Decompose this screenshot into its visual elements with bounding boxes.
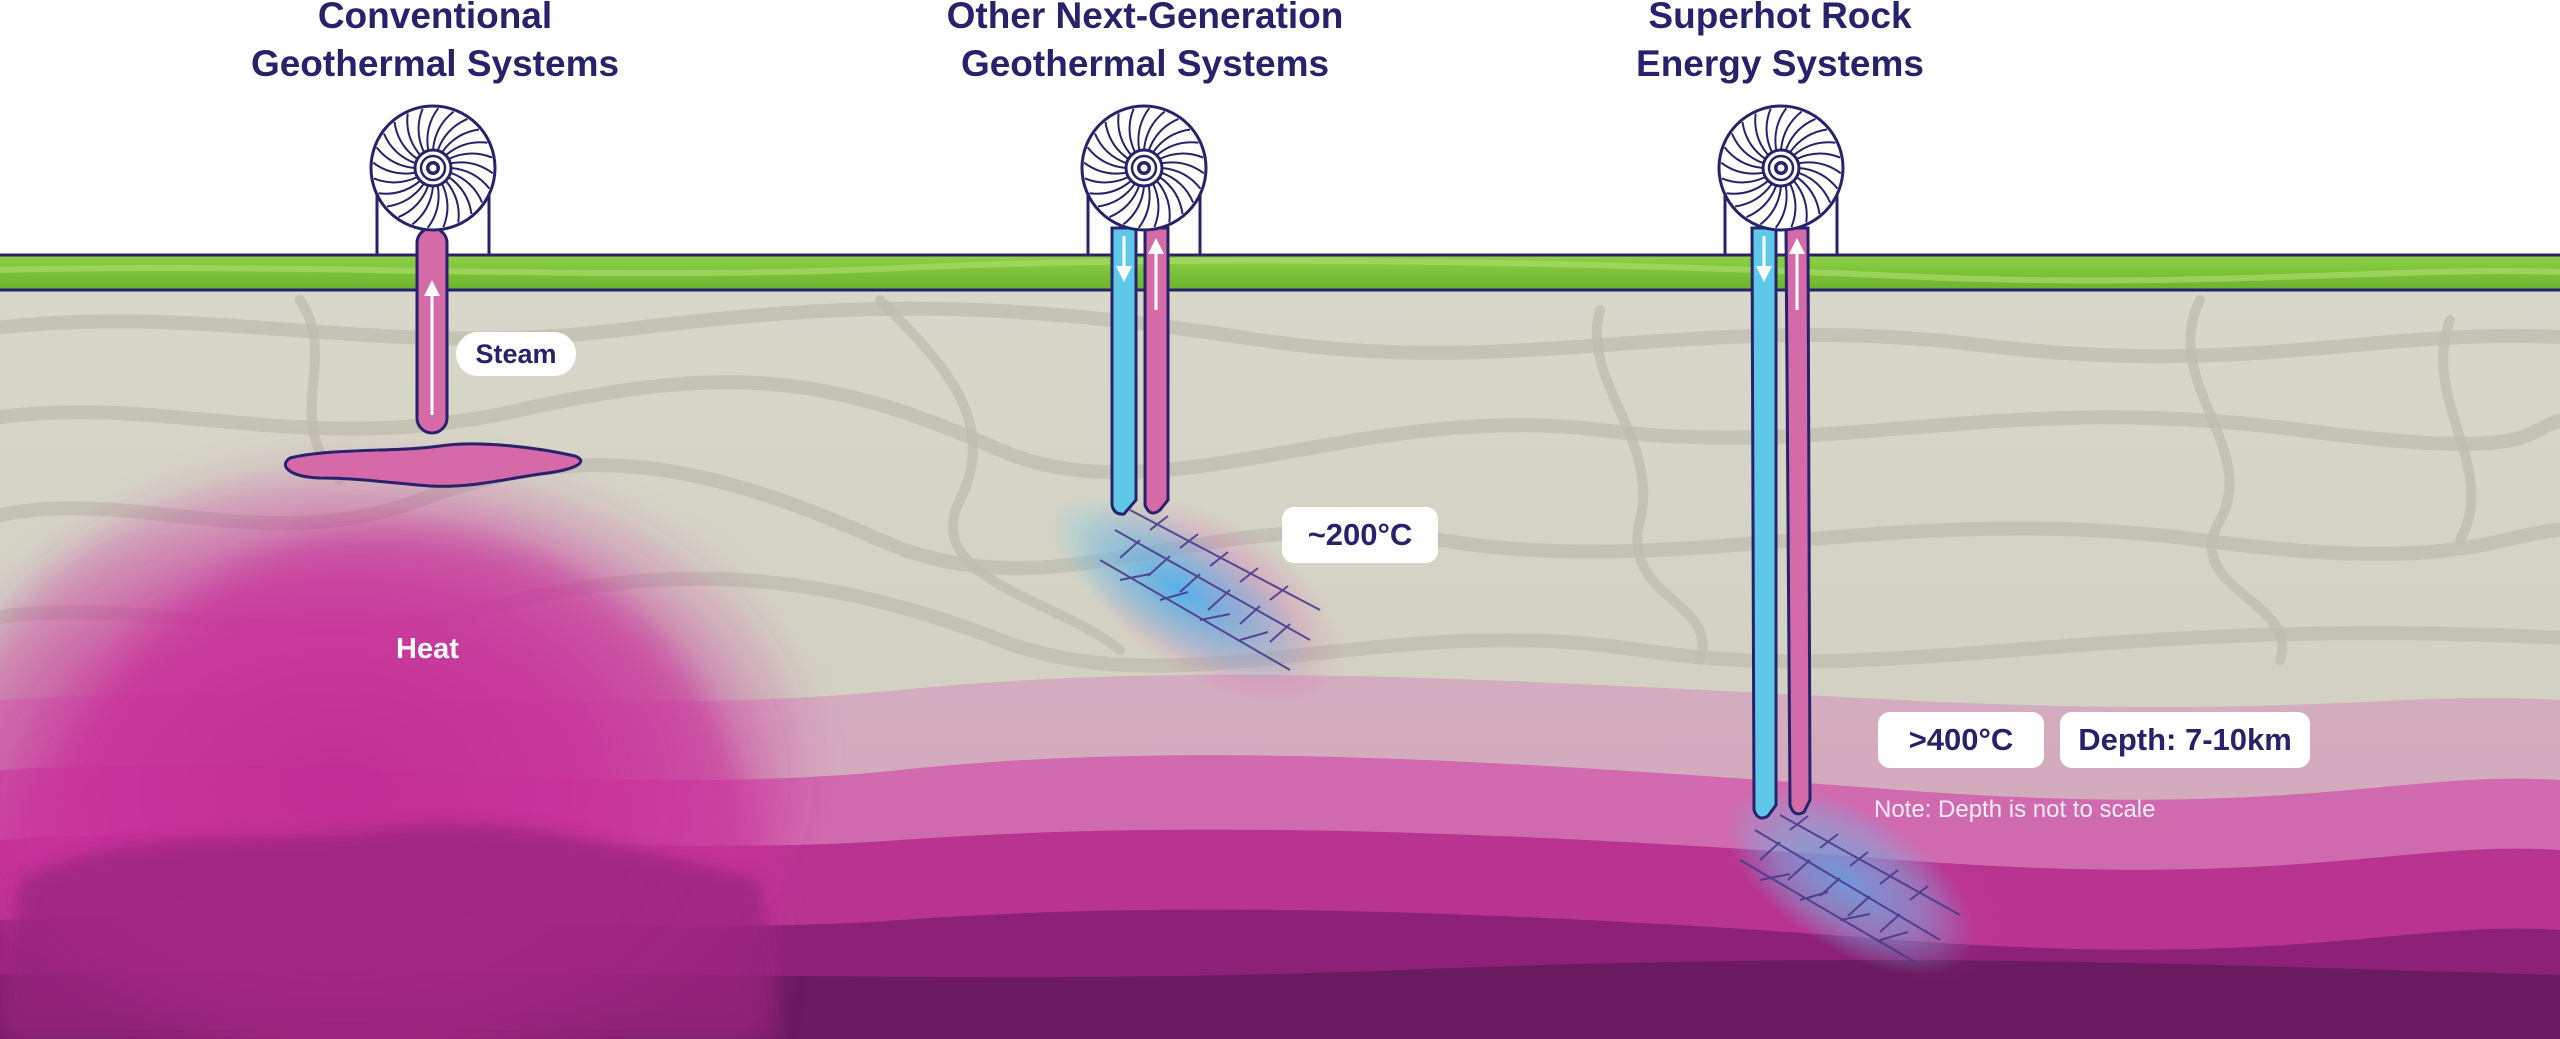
title-superhot-line1: Superhot Rock — [1648, 0, 1912, 36]
title-conventional: Conventional Geothermal Systems — [235, 0, 635, 88]
title-conventional-line2: Geothermal Systems — [250, 43, 620, 84]
next-gen-system — [1048, 226, 1345, 705]
down-arrow-icon — [1116, 266, 1132, 282]
superhot-system — [1725, 226, 2005, 985]
title-superhot-line2: Energy Systems — [1636, 43, 1924, 84]
turbine-icon — [1717, 104, 1845, 255]
temp-superhot-label: >400°C — [1878, 712, 2044, 768]
steam-reservoir — [283, 442, 583, 488]
depth-note: Note: Depth is not to scale — [1874, 796, 2156, 823]
title-superhot: Superhot Rock Energy Systems — [1580, 0, 1980, 88]
steam-label: Steam — [456, 332, 576, 376]
fracture-network-icon — [1099, 509, 1321, 671]
injection-well — [1750, 226, 1778, 820]
temp-next-gen-label: ~200°C — [1282, 507, 1438, 563]
heat-label: Heat — [396, 633, 459, 665]
production-well — [1784, 226, 1812, 816]
conventional-system — [283, 226, 583, 488]
down-arrow-icon — [1756, 266, 1772, 282]
up-arrow-icon — [1148, 238, 1164, 254]
title-next-gen-line1: Other Next-Generation — [946, 0, 1344, 36]
turbines — [369, 104, 1845, 255]
fracture-network-icon — [1739, 814, 1961, 966]
production-well — [1143, 226, 1170, 515]
title-conventional-line1: Conventional — [317, 0, 553, 36]
turbine-icon — [1080, 104, 1208, 255]
turbine-icon — [369, 104, 497, 255]
heat-plume — [0, 460, 810, 1039]
up-arrow-icon — [424, 280, 440, 296]
up-arrow-icon — [1789, 238, 1805, 254]
depth-label: Depth: 7-10km — [2060, 712, 2310, 768]
title-next-gen: Other Next-Generation Geothermal Systems — [905, 0, 1385, 88]
title-next-gen-line2: Geothermal Systems — [960, 43, 1330, 84]
injection-well — [1110, 226, 1138, 516]
